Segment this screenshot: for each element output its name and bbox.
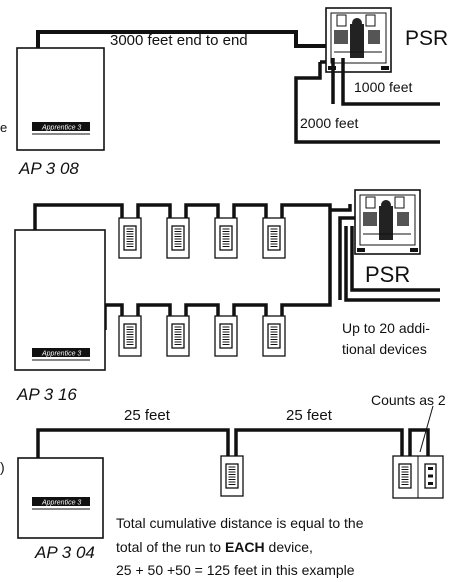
counts-as-2-label: Counts as 2 bbox=[371, 392, 446, 408]
logo-text: Apprentice 3 bbox=[41, 351, 81, 358]
keypad-device bbox=[262, 315, 286, 357]
cropped-edge-char: ) bbox=[0, 459, 5, 475]
wire-run-3 bbox=[408, 428, 430, 456]
section-3: Apprentice 3 25 feet 25 feet Counts as 2… bbox=[0, 392, 446, 578]
wire-additional-2 bbox=[344, 226, 440, 302]
additional-devices-line2: tional devices bbox=[342, 341, 427, 357]
double-device bbox=[392, 455, 444, 499]
logo-text: Apprentice 3 bbox=[41, 500, 81, 507]
keypad-device bbox=[166, 217, 190, 259]
section-2: Apprentice 3 PSR Up to 20 addi- tional d… bbox=[14, 189, 440, 404]
note-line-2: total of the run to EACH device, bbox=[116, 539, 313, 555]
panel-ap316 bbox=[14, 229, 106, 371]
apprentice-logo: Apprentice 3 bbox=[32, 122, 90, 135]
note-line-1: Total cumulative distance is equal to th… bbox=[116, 515, 364, 531]
section-1: Apprentice 3 3000 feet end to end PSR 10… bbox=[0, 7, 448, 178]
keypad-device bbox=[118, 315, 142, 357]
cropped-edge-char: e bbox=[0, 120, 7, 135]
panel-name-ap304: AP 3 04 bbox=[34, 543, 95, 562]
psr-unit-1 bbox=[325, 7, 392, 73]
additional-devices-line1: Up to 20 addi- bbox=[342, 320, 430, 336]
keypad-device bbox=[262, 217, 286, 259]
keypad-device bbox=[220, 455, 244, 497]
keypad-device bbox=[214, 217, 238, 259]
psr-label-2: PSR bbox=[365, 262, 410, 287]
branch-1000-label: 1000 feet bbox=[354, 79, 412, 95]
panel-ap308 bbox=[16, 47, 105, 151]
run-label: 3000 feet end to end bbox=[110, 32, 248, 49]
panel-name-ap308: AP 3 08 bbox=[18, 159, 79, 178]
keypad-device bbox=[118, 217, 142, 259]
keypad-device bbox=[214, 315, 238, 357]
distance-label-1: 25 feet bbox=[124, 407, 171, 424]
panel-name-ap316: AP 3 16 bbox=[16, 385, 77, 404]
wire-branch-2000 bbox=[294, 62, 440, 144]
wire-main-run bbox=[36, 30, 326, 48]
apprentice-logo: Apprentice 3 bbox=[32, 348, 90, 361]
logo-text: Apprentice 3 bbox=[41, 125, 81, 132]
psr-unit-2 bbox=[354, 189, 421, 255]
wire-run-1 bbox=[36, 428, 230, 458]
distance-label-2: 25 feet bbox=[286, 407, 333, 424]
wire-additional-1 bbox=[350, 226, 440, 292]
wire-run-2 bbox=[234, 428, 404, 456]
branch-2000-label: 2000 feet bbox=[300, 115, 358, 131]
note-line-3: 25 + 50 +50 = 125 feet in this example bbox=[116, 562, 355, 578]
counts-pointer bbox=[419, 405, 434, 453]
psr-label-1: PSR bbox=[405, 27, 448, 50]
wire-branch-1000 bbox=[341, 58, 440, 106]
apprentice-logo: Apprentice 3 bbox=[32, 497, 90, 510]
keypad-device bbox=[166, 315, 190, 357]
